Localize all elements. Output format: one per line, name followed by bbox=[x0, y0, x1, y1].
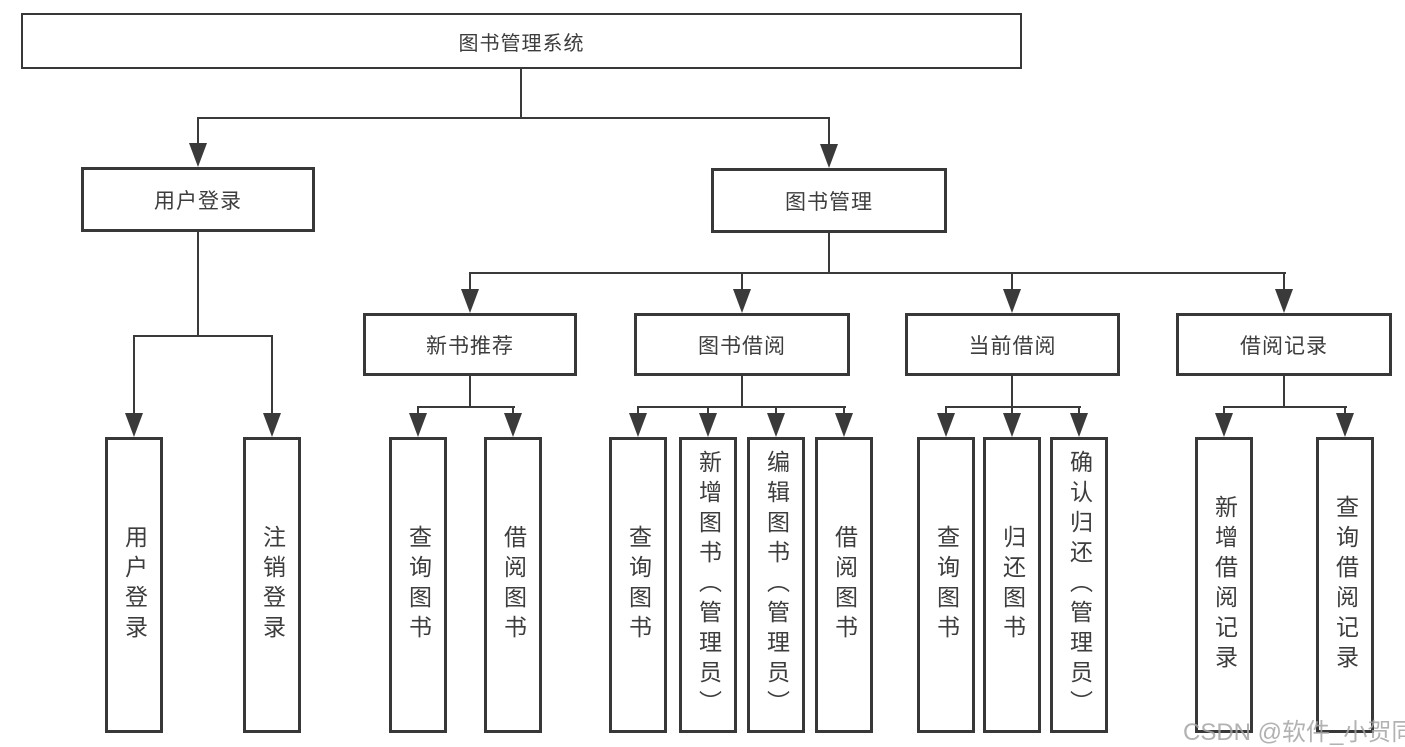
node-library-system: 图书管理系统 bbox=[21, 13, 1022, 69]
node-book-management: 图书管理 bbox=[711, 168, 947, 233]
leaf-query-books-recommend: 查询图书 bbox=[389, 437, 447, 733]
connector-line bbox=[469, 376, 471, 408]
connector-line bbox=[1011, 274, 1013, 292]
connector-line bbox=[945, 408, 947, 416]
leaf-label: 确认归还（管理员） bbox=[1066, 450, 1093, 720]
leaf-label: 借阅图书 bbox=[500, 525, 527, 645]
node-current-borrowing: 当前借阅 bbox=[905, 313, 1120, 376]
node-new-book-recommend: 新书推荐 bbox=[363, 313, 577, 376]
connector-line bbox=[637, 406, 846, 408]
connector-line bbox=[1223, 408, 1225, 416]
leaf-add-book-admin: 新增图书（管理员） bbox=[679, 437, 737, 733]
arrow-down-icon bbox=[1215, 413, 1233, 437]
leaf-label: 查询图书 bbox=[405, 525, 432, 645]
connector-line bbox=[1011, 376, 1013, 408]
node-user-login: 用户登录 bbox=[81, 167, 315, 232]
connector-line bbox=[417, 408, 419, 416]
connector-line bbox=[520, 69, 522, 119]
leaf-label: 查询图书 bbox=[933, 525, 960, 645]
leaf-label: 归还图书 bbox=[999, 525, 1026, 645]
leaf-label: 新增图书（管理员） bbox=[695, 450, 722, 720]
leaf-confirm-return-admin: 确认归还（管理员） bbox=[1050, 437, 1108, 733]
arrow-down-icon bbox=[1003, 413, 1021, 437]
connector-line bbox=[1344, 408, 1346, 416]
leaf-label: 查询图书 bbox=[625, 525, 652, 645]
arrow-down-icon bbox=[1070, 413, 1088, 437]
arrow-down-icon bbox=[835, 413, 853, 437]
connector-line bbox=[197, 117, 830, 119]
leaf-return-books: 归还图书 bbox=[983, 437, 1041, 733]
arrow-down-icon bbox=[1003, 289, 1021, 313]
leaf-logout: 注销登录 bbox=[243, 437, 301, 733]
connector-line bbox=[637, 408, 639, 416]
connector-line bbox=[1283, 376, 1285, 408]
connector-line bbox=[741, 376, 743, 408]
arrow-down-icon bbox=[733, 289, 751, 313]
arrow-down-icon bbox=[125, 413, 143, 437]
connector-line bbox=[775, 408, 777, 416]
connector-line bbox=[828, 117, 830, 147]
arrow-down-icon bbox=[1275, 289, 1293, 313]
leaf-label: 注销登录 bbox=[259, 525, 286, 645]
arrow-down-icon bbox=[1336, 413, 1354, 437]
connector-line bbox=[197, 232, 199, 337]
leaf-label: 用户登录 bbox=[121, 525, 148, 645]
leaf-label: 新增借阅记录 bbox=[1211, 495, 1238, 675]
connector-line bbox=[1223, 406, 1347, 408]
arrow-down-icon bbox=[504, 413, 522, 437]
node-book-borrowing: 图书借阅 bbox=[634, 313, 850, 376]
arrow-down-icon bbox=[409, 413, 427, 437]
csdn-watermark: CSDN @软件_小贺同学 bbox=[1183, 719, 1405, 746]
arrow-down-icon bbox=[263, 413, 281, 437]
leaf-user-login: 用户登录 bbox=[105, 437, 163, 733]
connector-line bbox=[945, 406, 1081, 408]
leaf-borrow-books-borrowing: 借阅图书 bbox=[815, 437, 873, 733]
arrow-down-icon bbox=[189, 143, 207, 167]
arrow-down-icon bbox=[699, 413, 717, 437]
leaf-edit-book-admin: 编辑图书（管理员） bbox=[747, 437, 805, 733]
arrow-down-icon bbox=[767, 413, 785, 437]
arrow-down-icon bbox=[937, 413, 955, 437]
leaf-label: 借阅图书 bbox=[831, 525, 858, 645]
leaf-query-books-borrowing: 查询图书 bbox=[609, 437, 667, 733]
leaf-label: 查询借阅记录 bbox=[1332, 495, 1359, 675]
connector-line bbox=[1078, 408, 1080, 416]
leaf-label: 编辑图书（管理员） bbox=[763, 450, 790, 720]
connector-line bbox=[133, 335, 135, 417]
connector-line bbox=[271, 335, 273, 417]
arrow-down-icon bbox=[629, 413, 647, 437]
connector-line bbox=[843, 408, 845, 416]
connector-line bbox=[1283, 274, 1285, 292]
arrow-down-icon bbox=[461, 289, 479, 313]
connector-line bbox=[512, 408, 514, 416]
node-borrowing-records: 借阅记录 bbox=[1176, 313, 1392, 376]
connector-line bbox=[1011, 408, 1013, 416]
connector-line bbox=[828, 233, 830, 274]
leaf-query-borrow-record: 查询借阅记录 bbox=[1316, 437, 1374, 733]
connector-line bbox=[417, 406, 515, 408]
leaf-borrow-books-recommend: 借阅图书 bbox=[484, 437, 542, 733]
connector-line bbox=[707, 408, 709, 416]
connector-line bbox=[741, 274, 743, 292]
connector-line bbox=[469, 272, 1286, 274]
leaf-query-books-current: 查询图书 bbox=[917, 437, 975, 733]
connector-line bbox=[133, 335, 273, 337]
arrow-down-icon bbox=[820, 144, 838, 168]
connector-line bbox=[197, 117, 199, 147]
leaf-add-borrow-record: 新增借阅记录 bbox=[1195, 437, 1253, 733]
connector-line bbox=[469, 274, 471, 292]
